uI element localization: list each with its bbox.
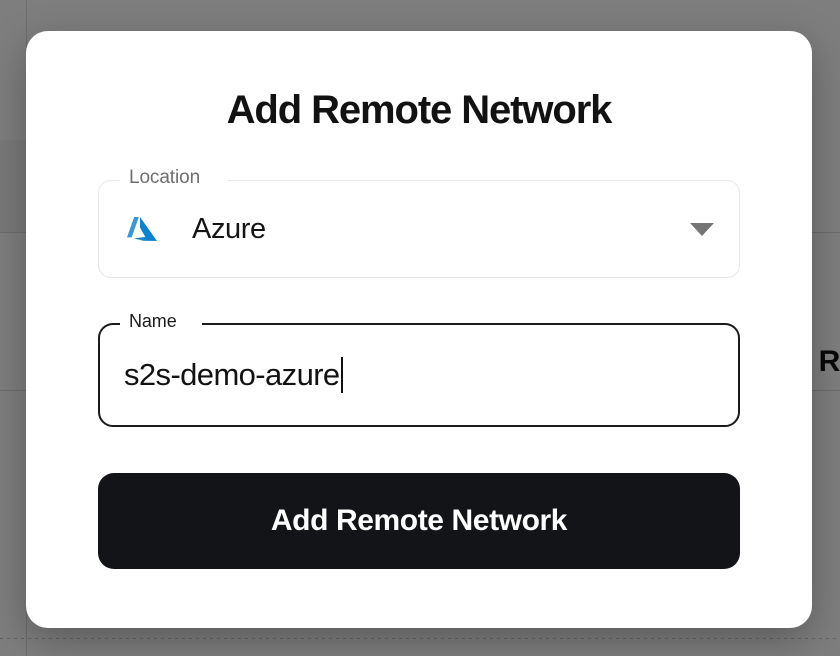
name-input-field[interactable]: Name s2s-demo-azure xyxy=(98,312,740,427)
add-remote-network-dialog: Add Remote Network Location Azure Name s… xyxy=(26,31,812,628)
location-select[interactable]: Location Azure xyxy=(98,168,740,278)
location-selected-value: Azure xyxy=(192,212,266,245)
location-field-content: Azure xyxy=(98,180,740,278)
name-input-value: s2s-demo-azure xyxy=(124,357,340,392)
location-label-notch xyxy=(120,178,228,182)
text-caret xyxy=(340,357,343,393)
name-field-content[interactable]: s2s-demo-azure xyxy=(98,323,740,427)
name-label-notch xyxy=(120,321,202,325)
location-field-label: Location xyxy=(129,167,201,188)
add-remote-network-button[interactable]: Add Remote Network xyxy=(98,473,740,569)
dialog-title: Add Remote Network xyxy=(226,88,613,132)
chevron-down-icon[interactable] xyxy=(690,222,714,236)
name-field-label: Name xyxy=(129,311,177,331)
azure-logo-icon xyxy=(127,217,157,241)
